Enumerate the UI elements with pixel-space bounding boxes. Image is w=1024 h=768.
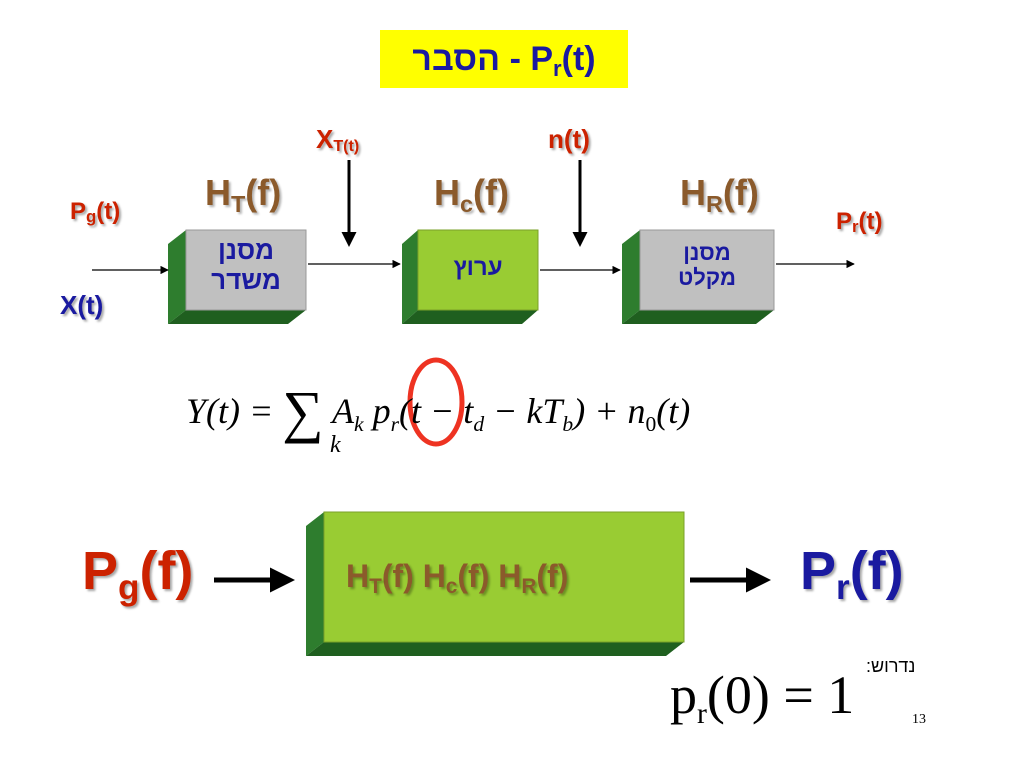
block-transmit-filter-shape (168, 229, 307, 324)
title-symbol-sub: r (553, 55, 562, 81)
block1-text: מסנן משדר (211, 235, 281, 295)
eq-lhs: Y(t) = (186, 391, 274, 431)
requirement-label: נדרוש: (866, 656, 916, 676)
input-pg-label: Pg(t) (70, 198, 121, 227)
slide-title: הסבר - Pr(t) (380, 30, 628, 88)
block1-transfer-label: HT(f) (205, 172, 282, 217)
bottom-input-label: Pg(f) (82, 541, 194, 607)
highlight-ellipse (407, 357, 465, 447)
eq-p-sub: r (390, 411, 400, 436)
requirement-formula: pr(0) = 1 (670, 665, 855, 731)
eq-sum-index: k (330, 432, 341, 458)
block-receive-filter-shape (622, 229, 775, 324)
eq-a: A (332, 391, 355, 431)
xt-label: XT(t) (316, 124, 360, 156)
eq-a-sub: k (354, 411, 364, 436)
eq-p: p (372, 391, 391, 431)
eq-close: ) + n (573, 391, 646, 431)
bottom-output-label: Pr(f) (800, 541, 904, 607)
title-symbol: P (530, 39, 554, 78)
block2-transfer-label: Hc(f) (434, 172, 509, 217)
eq-sum: ∑ (282, 379, 324, 444)
title-hebrew: הסבר (412, 39, 501, 78)
eq-arg-open: (t − t (399, 391, 474, 431)
block-channel-shape (402, 229, 539, 324)
noise-label: n(t) (548, 124, 590, 154)
block3-transfer-label: HR(f) (680, 172, 759, 217)
output-pr-label: Pr(t) (836, 208, 883, 237)
eq-tail: (t) (656, 391, 691, 431)
signal-equation: Y(t) = ∑ Ak pr(t − td − kTb) + n0(t) (186, 370, 691, 444)
eq-td-sub: d (473, 411, 485, 436)
eq-n-sub: 0 (645, 411, 657, 436)
block2-text: ערוץ (453, 254, 503, 281)
eq-mid: − kT (484, 391, 563, 431)
block3-text: מסנן מקלט (678, 240, 736, 291)
eq-tb-sub: b (562, 411, 574, 436)
combined-block-shape (306, 511, 685, 656)
page-number: 13 (912, 712, 926, 727)
title-dash: - (500, 39, 531, 78)
input-x-label: X(t) (60, 290, 104, 320)
title-symbol-arg: (t) (561, 39, 596, 78)
combined-block-text: HT(f) Hc(f) HR(f) (346, 558, 569, 598)
